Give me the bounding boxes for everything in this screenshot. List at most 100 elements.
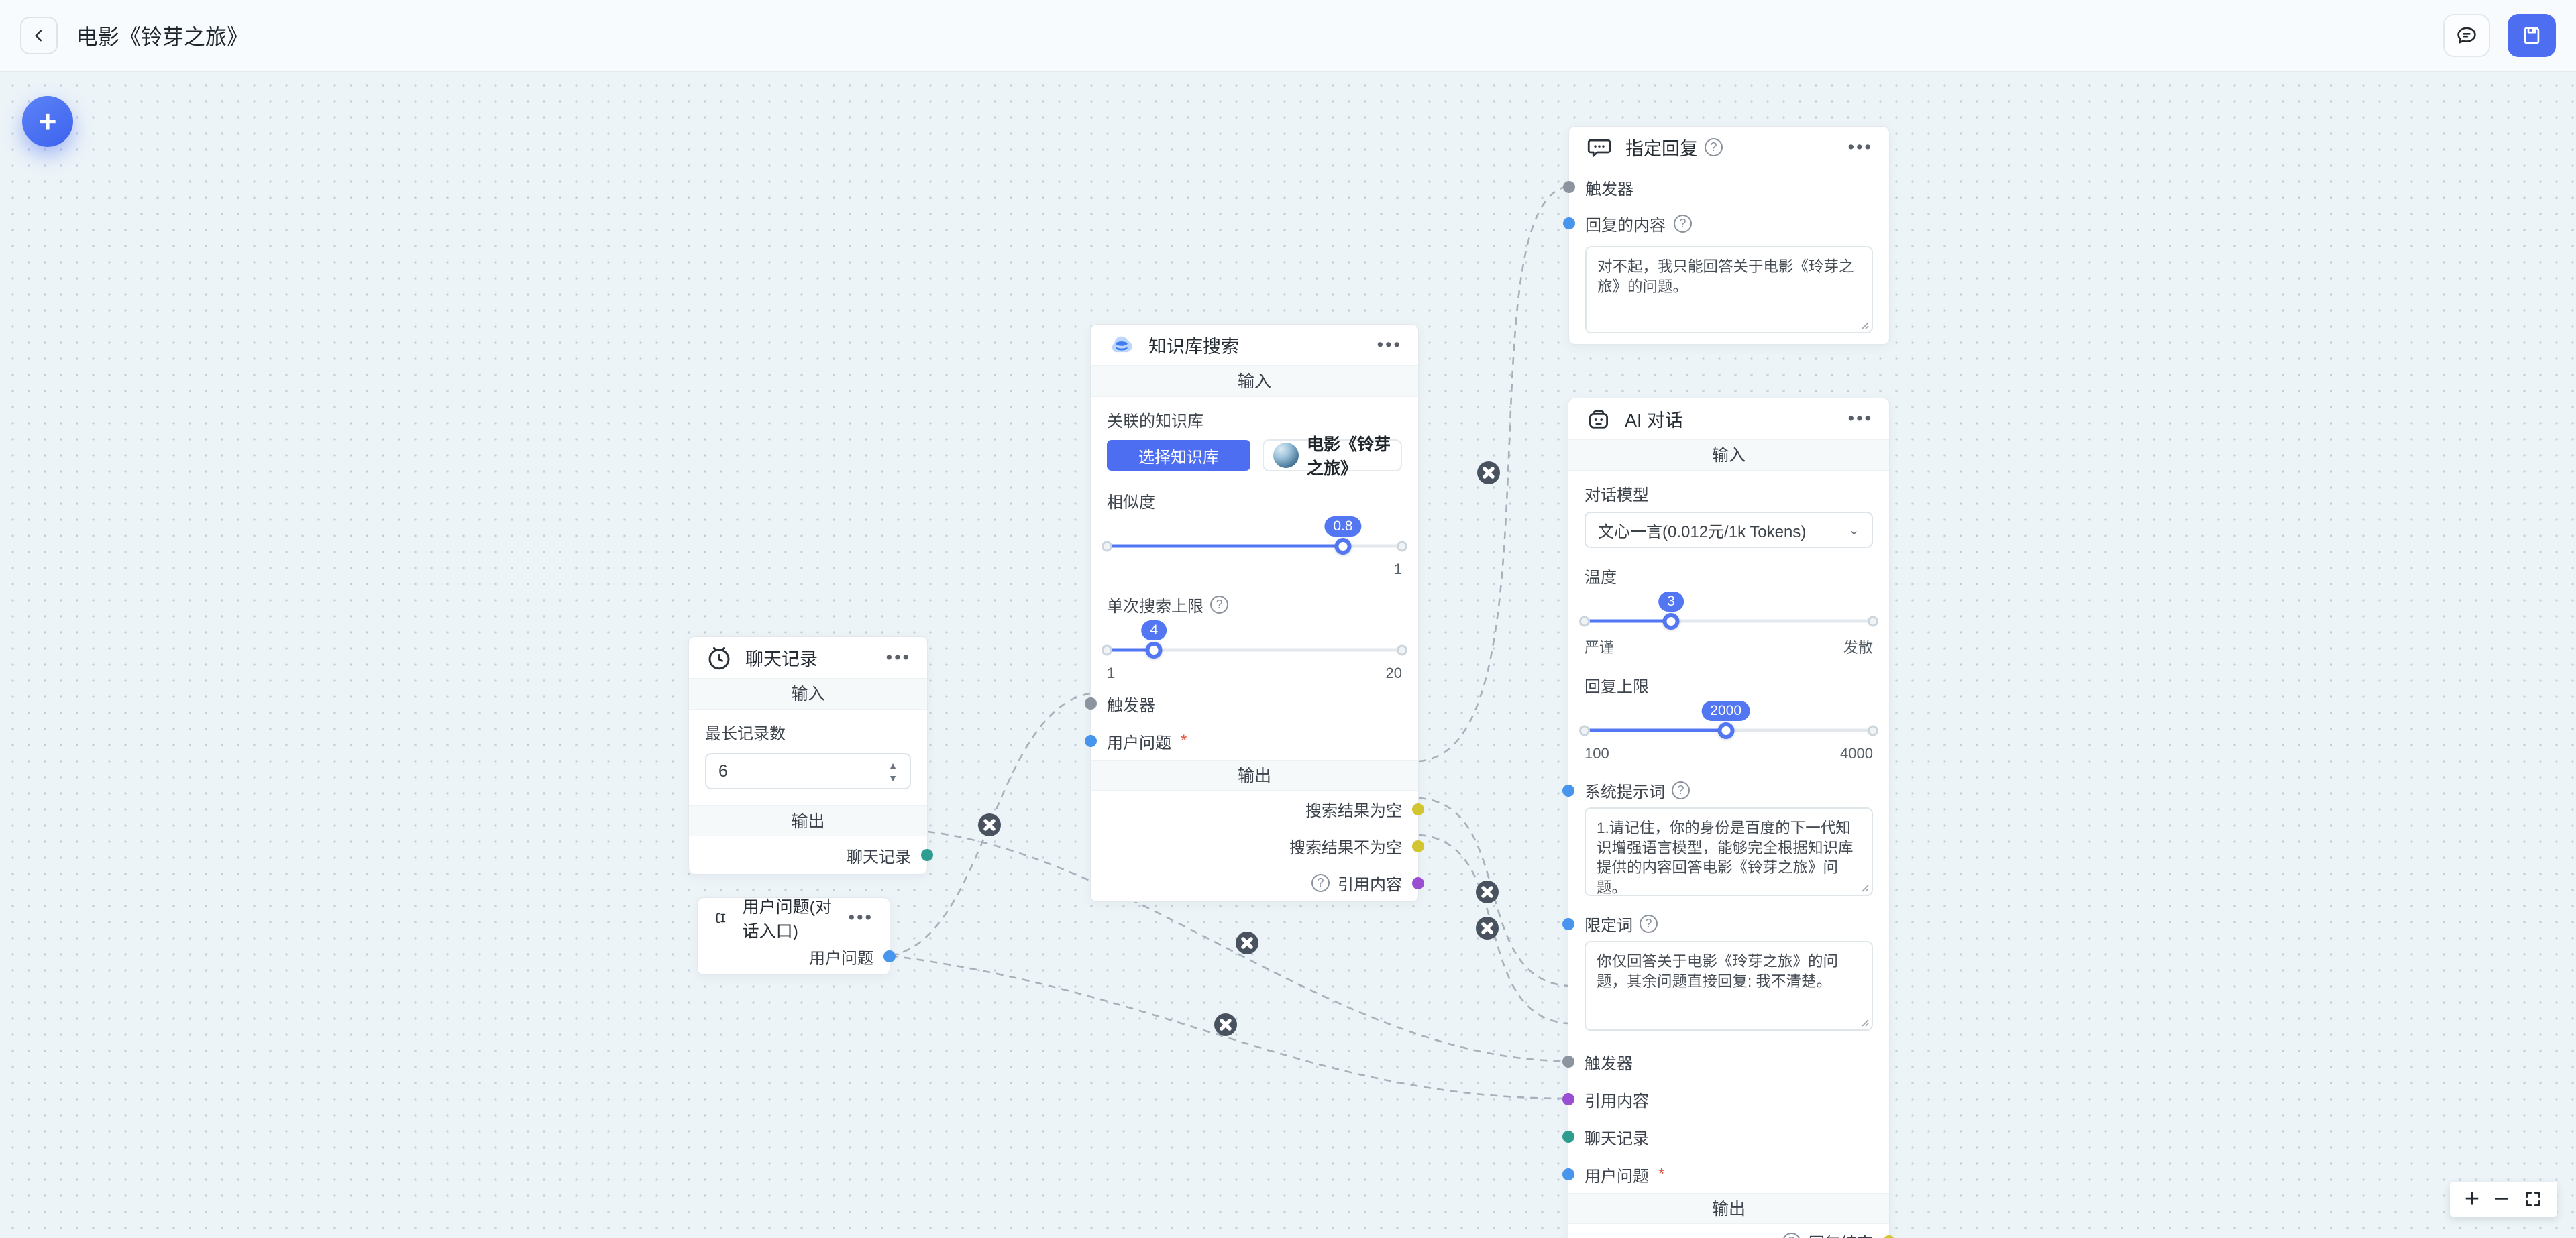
port-reply-content-in[interactable] — [1563, 217, 1575, 229]
node-title: 聊天记录 — [745, 649, 818, 669]
disconnect-button[interactable] — [1236, 932, 1258, 954]
add-node-button[interactable]: + — [22, 96, 73, 147]
disconnect-button[interactable] — [978, 813, 1001, 836]
zoom-in-button[interactable]: + — [2464, 1185, 2480, 1213]
save-button[interactable] — [2508, 14, 2556, 57]
back-button[interactable] — [20, 17, 58, 54]
node-menu-button[interactable]: ••• — [848, 907, 873, 927]
step-up-icon[interactable]: ▲ — [888, 759, 898, 771]
node-kb-search[interactable]: 知识库搜索 ••• 输入 关联的知识库 选择知识库 电影《铃芽之旅》 相似度 0… — [1085, 324, 1424, 902]
node-menu-button[interactable]: ••• — [1847, 408, 1873, 429]
help-icon[interactable]: ? — [1674, 214, 1692, 233]
port-kb-empty-out[interactable] — [1412, 803, 1424, 815]
port-kb-not-empty-out[interactable] — [1412, 840, 1424, 852]
slider-min-cap — [1579, 616, 1590, 626]
reply-limit-value-badge: 2000 — [1701, 701, 1751, 721]
user-question-label: 用户问题 — [1107, 734, 1171, 752]
canvas[interactable]: + 聊天记录 ••• 输入 最长记录数 6 ▲▼ 输出 聊天记录 — [0, 72, 2576, 1238]
port-ai-history-in[interactable] — [1562, 1131, 1574, 1143]
node-menu-button[interactable]: ••• — [885, 647, 911, 667]
qualifier-row: 限定词 ? — [1562, 912, 1873, 936]
port-user-question-out[interactable] — [883, 950, 896, 962]
slider-track[interactable] — [1579, 612, 1878, 630]
qualifier-label: 限定词 — [1585, 917, 1633, 935]
node-chat-history[interactable]: 聊天记录 ••• 输入 最长记录数 6 ▲▼ 输出 聊天记录 — [688, 636, 933, 875]
qualifier-textarea[interactable]: 你仅回答关于电影《玲芽之旅》的问题，其余问题直接回复: 我不清楚。 — [1585, 941, 1873, 1031]
disconnect-button[interactable] — [1477, 461, 1500, 484]
port-kb-reference-out[interactable] — [1412, 877, 1424, 889]
disconnect-button[interactable] — [1214, 1013, 1237, 1036]
top-bar: 电影《铃芽之旅》 — [0, 0, 2576, 72]
node-menu-button[interactable]: ••• — [1847, 137, 1873, 157]
reply-limit-slider[interactable]: 2000 — [1579, 701, 1878, 739]
chat-bubble-icon — [2457, 27, 2476, 44]
port-ai-user-question-in[interactable] — [1562, 1168, 1574, 1180]
resize-handle-icon[interactable] — [1860, 320, 1869, 329]
help-icon[interactable]: ? — [1782, 1232, 1801, 1238]
search-limit-label: 单次搜索上限 ? — [1107, 593, 1402, 616]
slider-track[interactable] — [1102, 537, 1407, 555]
resize-handle-icon[interactable] — [1860, 1017, 1869, 1027]
wire-user-question-to-kb — [890, 692, 1091, 957]
search-limit-slider[interactable]: 4 — [1102, 620, 1407, 659]
max-records-input[interactable]: 6 ▲▼ — [705, 753, 911, 789]
history-row: 聊天记录 — [1562, 1118, 1889, 1156]
port-ai-trigger-in[interactable] — [1562, 1056, 1574, 1068]
input-section-header: 输入 — [689, 679, 927, 710]
slider-thumb[interactable] — [1717, 722, 1735, 739]
text-input-icon — [716, 912, 726, 923]
similarity-slider[interactable]: 0.8 — [1102, 516, 1407, 555]
port-kb-user-question-in[interactable] — [1085, 735, 1097, 747]
reply-limit-label: 回复上限 — [1585, 678, 1649, 696]
port-kb-trigger-in[interactable] — [1085, 697, 1097, 710]
page-title: 电影《铃芽之旅》 — [76, 25, 249, 49]
node-user-question[interactable]: 用户问题(对话入口) ••• 用户问题 — [697, 897, 896, 975]
port-chat-history-out[interactable] — [921, 849, 933, 861]
port-qualifier-in[interactable] — [1562, 917, 1574, 930]
kb-chip[interactable]: 电影《铃芽之旅》 — [1263, 435, 1402, 478]
help-icon[interactable]: ? — [1311, 874, 1330, 892]
system-prompt-textarea[interactable]: 1.请记住，你的身份是百度的下一代知识增强语言模型，能够完全根据知识库提供的内容… — [1585, 807, 1873, 896]
number-stepper[interactable]: ▲▼ — [888, 761, 898, 783]
temperature-max-label: 发散 — [1843, 639, 1873, 656]
required-mark: * — [1181, 732, 1187, 750]
help-icon[interactable]: ? — [1640, 915, 1658, 933]
node-ai-chat[interactable]: AI 对话 ••• 输入 对话模型 文心一言(0.012元/1k Tokens)… — [1562, 398, 1895, 1238]
slider-thumb[interactable] — [1662, 612, 1680, 630]
help-icon[interactable]: ? — [1672, 781, 1690, 799]
port-fixed-reply-trigger-in[interactable] — [1563, 181, 1575, 193]
slider-max-cap — [1868, 616, 1878, 626]
slider-track[interactable] — [1102, 641, 1407, 659]
output-row-empty: 搜索结果为空 — [1091, 791, 1424, 828]
debug-chat-button[interactable] — [2443, 14, 2490, 57]
disconnect-button[interactable] — [1476, 917, 1499, 940]
port-ai-reference-in[interactable] — [1562, 1093, 1574, 1105]
help-icon[interactable]: ? — [1705, 138, 1723, 156]
port-ai-done-out[interactable] — [1883, 1235, 1895, 1238]
system-prompt-row: 系统提示词 ? — [1562, 779, 1873, 802]
model-label: 对话模型 — [1585, 486, 1649, 504]
slider-max-cap — [1397, 541, 1407, 551]
select-kb-button[interactable]: 选择知识库 — [1107, 440, 1250, 471]
temperature-value-badge: 3 — [1658, 592, 1684, 612]
port-system-prompt-in[interactable] — [1562, 784, 1574, 797]
output-section-header: 输出 — [1568, 1193, 1889, 1224]
model-select[interactable]: 文心一言(0.012元/1k Tokens) ⌄ — [1585, 512, 1873, 548]
temperature-slider[interactable]: 3 — [1579, 592, 1878, 630]
trigger-row: 触发器 — [1562, 1043, 1889, 1080]
slider-track[interactable] — [1579, 722, 1878, 739]
fit-view-button[interactable] — [2524, 1190, 2542, 1208]
step-down-icon[interactable]: ▼ — [888, 772, 898, 783]
node-menu-button[interactable]: ••• — [1377, 335, 1402, 355]
slider-thumb[interactable] — [1145, 641, 1163, 659]
output-label: 回复结束 — [1809, 1230, 1873, 1238]
zoom-out-button[interactable]: − — [2493, 1185, 2510, 1213]
help-icon[interactable]: ? — [1210, 596, 1228, 614]
disconnect-button[interactable] — [1476, 881, 1499, 903]
slider-thumb[interactable] — [1334, 537, 1352, 555]
output-label: 引用内容 — [1338, 876, 1402, 894]
max-records-label: 最长记录数 — [705, 725, 786, 743]
reply-content-textarea[interactable]: 对不起，我只能回答关于电影《玲芽之旅》的问题。 — [1585, 246, 1873, 333]
node-fixed-reply[interactable]: 指定回复? ••• 触发器 回复的内容 ? 对不起，我只能回答关于电影《玲芽之旅… — [1563, 126, 1890, 345]
resize-handle-icon[interactable] — [1860, 883, 1869, 892]
